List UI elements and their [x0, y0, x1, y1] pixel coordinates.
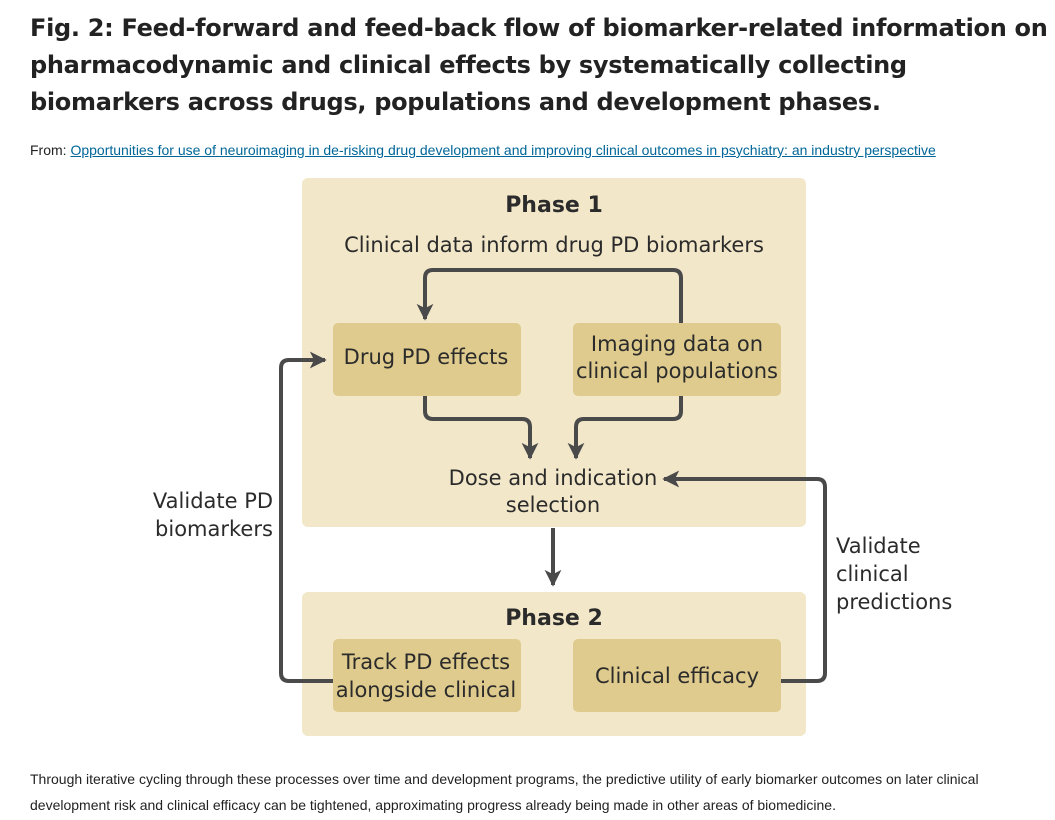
phase2-label: Phase 2: [505, 606, 603, 631]
drug-pd-effects-box: [333, 323, 521, 396]
validate-clinical-label-line3: predictions: [836, 590, 952, 614]
imaging-data-label-line1: Imaging data on: [591, 332, 763, 356]
loop-arrow: [416, 268, 683, 323]
validate-pd-arrow: [279, 351, 333, 683]
phase1-label: Phase 1: [505, 193, 603, 218]
dose-selection-label-line1: Dose and indication: [449, 466, 658, 490]
validate-pd-label-line2: biomarkers: [155, 517, 273, 541]
figure-title: Fig. 2: Feed-forward and feed-back flow …: [30, 14, 1048, 116]
imaging-data-label-line2: clinical populations: [576, 359, 778, 383]
track-pd-effects-label-line2: alongside clinical: [336, 678, 517, 702]
validate-clinical-arrow: [662, 470, 827, 683]
imaging-data-box: [573, 323, 781, 396]
track-pd-effects-box: [333, 639, 521, 712]
validate-clinical-label-line2: clinical: [836, 562, 909, 586]
figure-caption: Through iterative cycling through these …: [30, 771, 979, 813]
from-prefix: From:: [30, 142, 71, 158]
pd-to-dose-arrow: [423, 396, 539, 460]
validate-clinical-label-line1: Validate: [836, 534, 921, 558]
phase1-panel: [302, 178, 806, 527]
source-line: From: Opportunities for use of neuroimag…: [30, 142, 936, 158]
clinical-efficacy-box: [573, 639, 781, 712]
imaging-to-dose-arrow: [567, 396, 683, 460]
drug-pd-effects-label: Drug PD effects: [344, 345, 509, 369]
dose-selection-label-line2: selection: [506, 493, 600, 517]
track-pd-effects-label-line1: Track PD effects: [341, 650, 510, 674]
clinical-efficacy-label: Clinical efficacy: [595, 664, 759, 688]
source-article-link[interactable]: Opportunities for use of neuroimaging in…: [70, 142, 936, 158]
phase1-subtitle: Clinical data inform drug PD biomarkers: [344, 233, 764, 257]
validate-pd-label-line1: Validate PD: [153, 489, 273, 513]
